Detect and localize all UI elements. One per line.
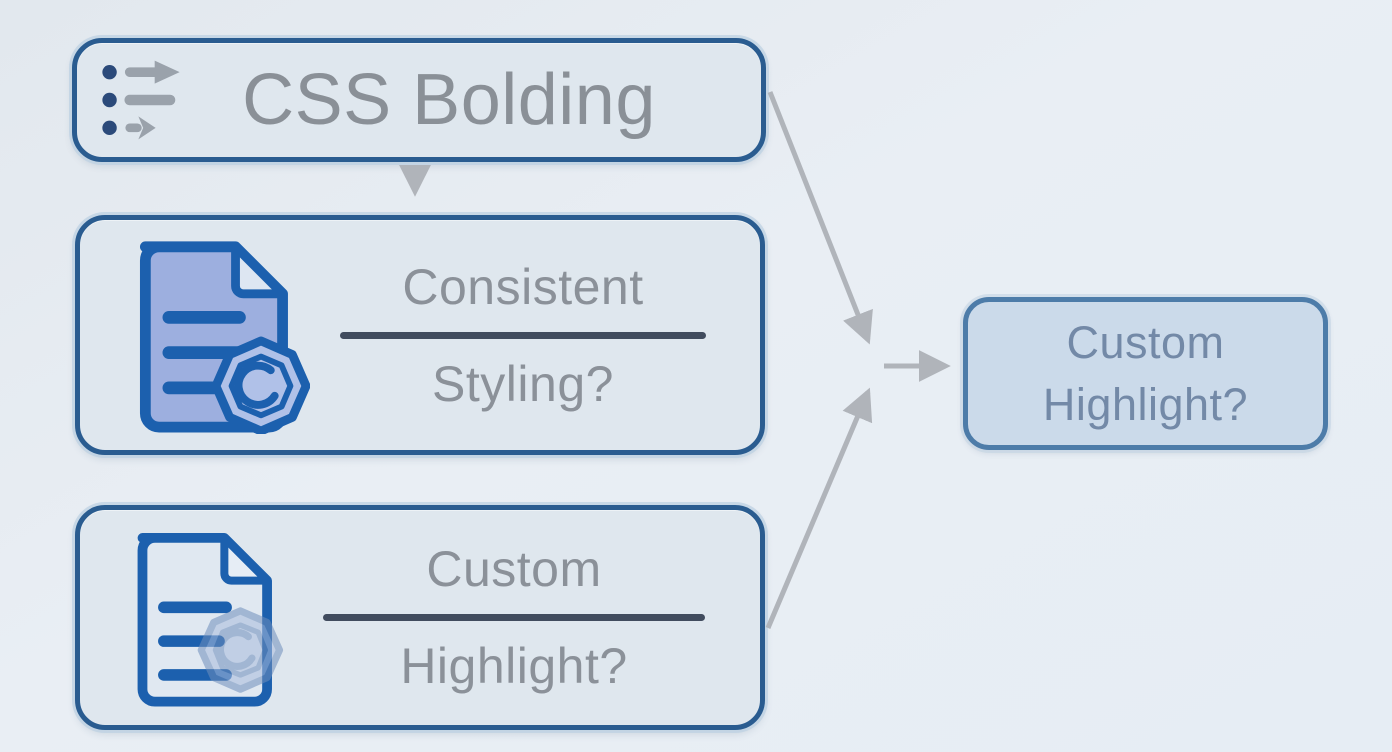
- fraction-bottom: Highlight?: [400, 638, 628, 694]
- arrow-custom-highlight-question-to-junction: [765, 387, 873, 629]
- node-label: Custom Highlight?: [1043, 312, 1248, 434]
- css-document-icon: [114, 236, 310, 434]
- arrow-css-bolding-to-junction: [767, 91, 873, 345]
- node-text-fraction: Consistent Styling?: [310, 258, 760, 413]
- css-document-faded-icon: [114, 525, 292, 711]
- node-text-fraction: Custom Highlight?: [292, 540, 760, 695]
- fraction-top: Custom: [426, 541, 602, 597]
- node-consistent-styling: Consistent Styling?: [75, 215, 765, 455]
- node-label: CSS Bolding: [242, 60, 656, 140]
- list-arrows-icon: [99, 54, 195, 146]
- result-line-1: Custom: [1066, 317, 1225, 369]
- fraction-bottom: Styling?: [432, 355, 614, 412]
- fraction-top: Consistent: [402, 258, 644, 315]
- result-line-2: Highlight?: [1042, 378, 1249, 430]
- node-custom-highlight-question: Custom Highlight?: [75, 505, 765, 730]
- fraction-divider: [323, 614, 705, 621]
- fraction-divider: [339, 331, 707, 339]
- node-css-bolding: CSS Bolding: [72, 38, 766, 162]
- node-custom-highlight-result: Custom Highlight?: [963, 297, 1328, 450]
